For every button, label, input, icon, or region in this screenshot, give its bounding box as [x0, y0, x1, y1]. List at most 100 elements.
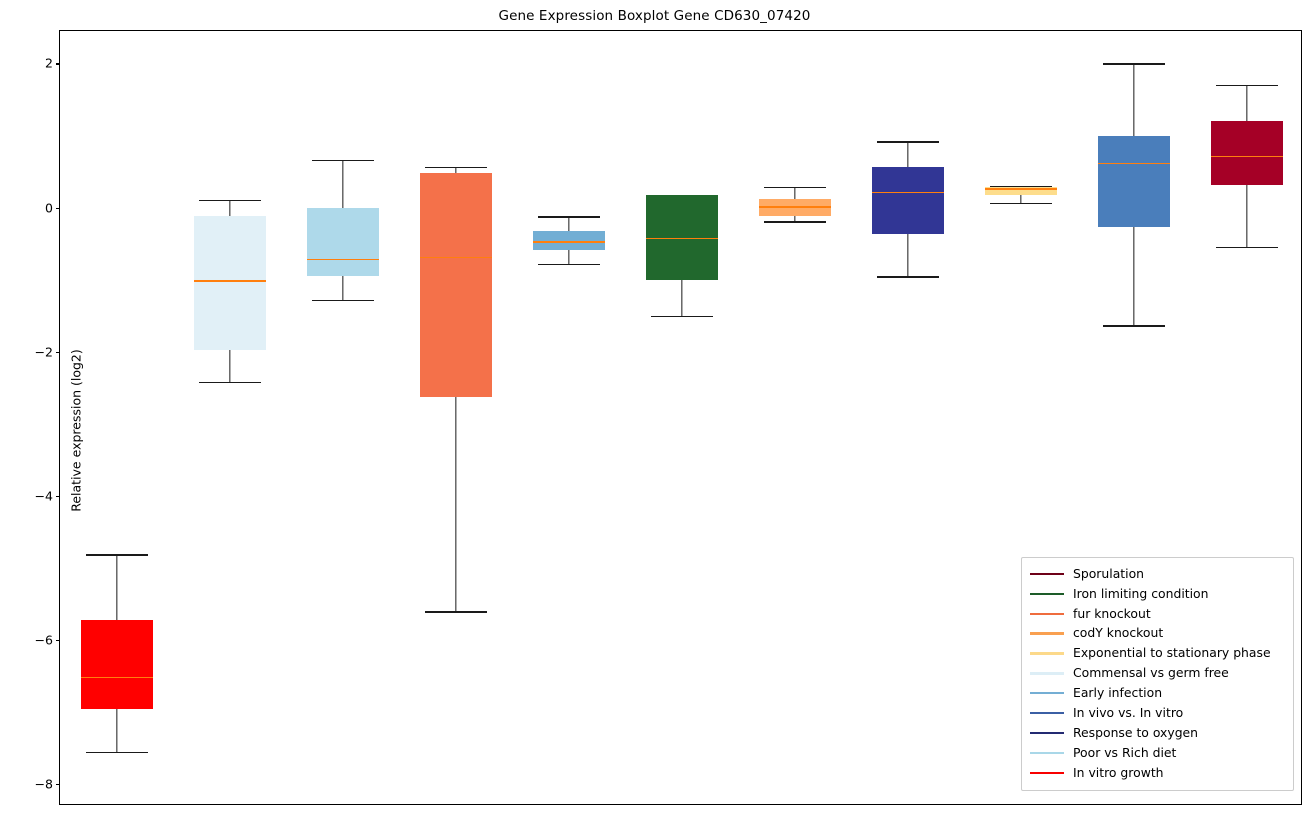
boxplot-group[interactable]: [60, 31, 1303, 806]
cap-upper: [424, 166, 487, 168]
legend-item[interactable]: codY knockout: [1030, 624, 1285, 644]
legend-item[interactable]: Sporulation: [1030, 564, 1285, 584]
boxplot-group[interactable]: [60, 31, 1303, 806]
box[interactable]: [1210, 121, 1283, 186]
legend-item[interactable]: Commensal vs germ free: [1030, 663, 1285, 683]
boxplot-group[interactable]: [60, 31, 1303, 806]
whisker-upper: [341, 160, 344, 208]
legend-item-label: Sporulation: [1073, 565, 1145, 581]
cap-lower: [763, 221, 826, 223]
whisker-upper: [567, 216, 570, 231]
whisker-lower: [793, 215, 796, 222]
box[interactable]: [532, 230, 605, 251]
whisker-lower: [1132, 227, 1135, 326]
whisker-lower: [1019, 194, 1022, 203]
legend-item[interactable]: fur knockout: [1030, 604, 1285, 624]
cap-upper: [311, 160, 374, 162]
box[interactable]: [984, 186, 1057, 195]
boxplot-group[interactable]: [60, 31, 1303, 806]
whisker-lower: [341, 276, 344, 300]
legend-item-label: Iron limiting condition: [1073, 585, 1209, 601]
y-tick-label: −6: [34, 632, 53, 648]
cap-lower: [1215, 246, 1278, 248]
legend-color-swatch: [1030, 771, 1064, 775]
cap-lower: [650, 315, 713, 318]
cap-lower: [198, 382, 261, 384]
box[interactable]: [419, 173, 492, 398]
y-tick-mark: [55, 496, 60, 498]
legend-color-swatch: [1030, 632, 1064, 635]
legend-item[interactable]: Early infection: [1030, 683, 1285, 703]
legend-color-swatch: [1030, 592, 1064, 596]
box[interactable]: [306, 207, 379, 277]
whisker-lower: [680, 279, 683, 316]
legend-color-swatch: [1030, 731, 1064, 735]
box[interactable]: [1097, 135, 1170, 228]
cap-lower: [876, 276, 939, 278]
boxplot-group[interactable]: [60, 31, 1303, 806]
median-line: [758, 206, 831, 208]
cap-upper: [876, 141, 939, 143]
median-line: [871, 191, 944, 194]
legend-item[interactable]: Exponential to stationary phase: [1030, 644, 1285, 664]
legend-item-label: codY knockout: [1073, 625, 1164, 641]
legend-item[interactable]: Response to oxygen: [1030, 723, 1285, 743]
legend-item[interactable]: In vivo vs. In vitro: [1030, 703, 1285, 723]
legend-color-swatch: [1030, 672, 1064, 675]
cap-upper: [1102, 63, 1165, 65]
whisker-upper: [115, 554, 118, 620]
median-line: [532, 241, 605, 244]
cap-lower: [1102, 325, 1165, 327]
legend-item-label: Commensal vs germ free: [1073, 665, 1229, 681]
y-tick-label: −2: [34, 344, 53, 360]
legend-item[interactable]: Poor vs Rich diet: [1030, 743, 1285, 763]
legend-item-label: fur knockout: [1073, 605, 1151, 621]
box[interactable]: [645, 195, 718, 280]
boxplot-group[interactable]: [60, 31, 1303, 806]
legend-item-label: In vitro growth: [1073, 764, 1164, 780]
boxplot-group[interactable]: [60, 31, 1303, 806]
median-line: [1097, 162, 1170, 165]
boxplot-group[interactable]: [60, 31, 1303, 806]
whisker-lower: [228, 350, 231, 383]
box[interactable]: [871, 166, 944, 234]
boxplot-group[interactable]: [60, 31, 1303, 806]
legend-item-label: Poor vs Rich diet: [1073, 744, 1177, 760]
y-tick-mark: [55, 207, 60, 209]
legend-color-swatch: [1030, 612, 1064, 615]
legend-color-swatch: [1030, 652, 1064, 655]
y-tick-label: 0: [45, 200, 53, 216]
whisker-lower: [1245, 185, 1248, 247]
legend-item-label: Response to oxygen: [1073, 724, 1199, 740]
y-tick-mark: [55, 351, 60, 353]
legend-item-label: In vivo vs. In vitro: [1073, 704, 1184, 720]
box[interactable]: [80, 620, 153, 709]
whisker-upper: [1245, 85, 1248, 122]
boxplot-group[interactable]: [60, 31, 1303, 806]
cap-lower: [989, 202, 1052, 204]
whisker-upper: [1132, 63, 1135, 136]
legend-color-swatch: [1030, 572, 1064, 576]
median-line: [80, 676, 153, 679]
page-title: Gene Expression Boxplot Gene CD630_07420: [498, 8, 811, 24]
cap-upper: [198, 199, 261, 202]
legend-color-swatch: [1030, 751, 1064, 755]
whisker-lower: [567, 250, 570, 264]
box[interactable]: [193, 216, 266, 351]
legend-item-label: Exponential to stationary phase: [1073, 645, 1271, 661]
cap-upper: [85, 554, 148, 556]
boxplot-group[interactable]: [60, 31, 1303, 806]
median-line: [193, 280, 266, 282]
whisker-lower: [454, 397, 457, 612]
cap-upper: [989, 186, 1052, 188]
cap-lower: [424, 611, 487, 613]
legend-color-swatch: [1030, 692, 1064, 695]
median-line: [306, 258, 379, 261]
whisker-upper: [793, 186, 796, 199]
median-line: [645, 237, 718, 240]
legend-item[interactable]: Iron limiting condition: [1030, 584, 1285, 604]
legend-item[interactable]: In vitro growth: [1030, 763, 1285, 783]
y-tick-mark: [55, 63, 60, 65]
